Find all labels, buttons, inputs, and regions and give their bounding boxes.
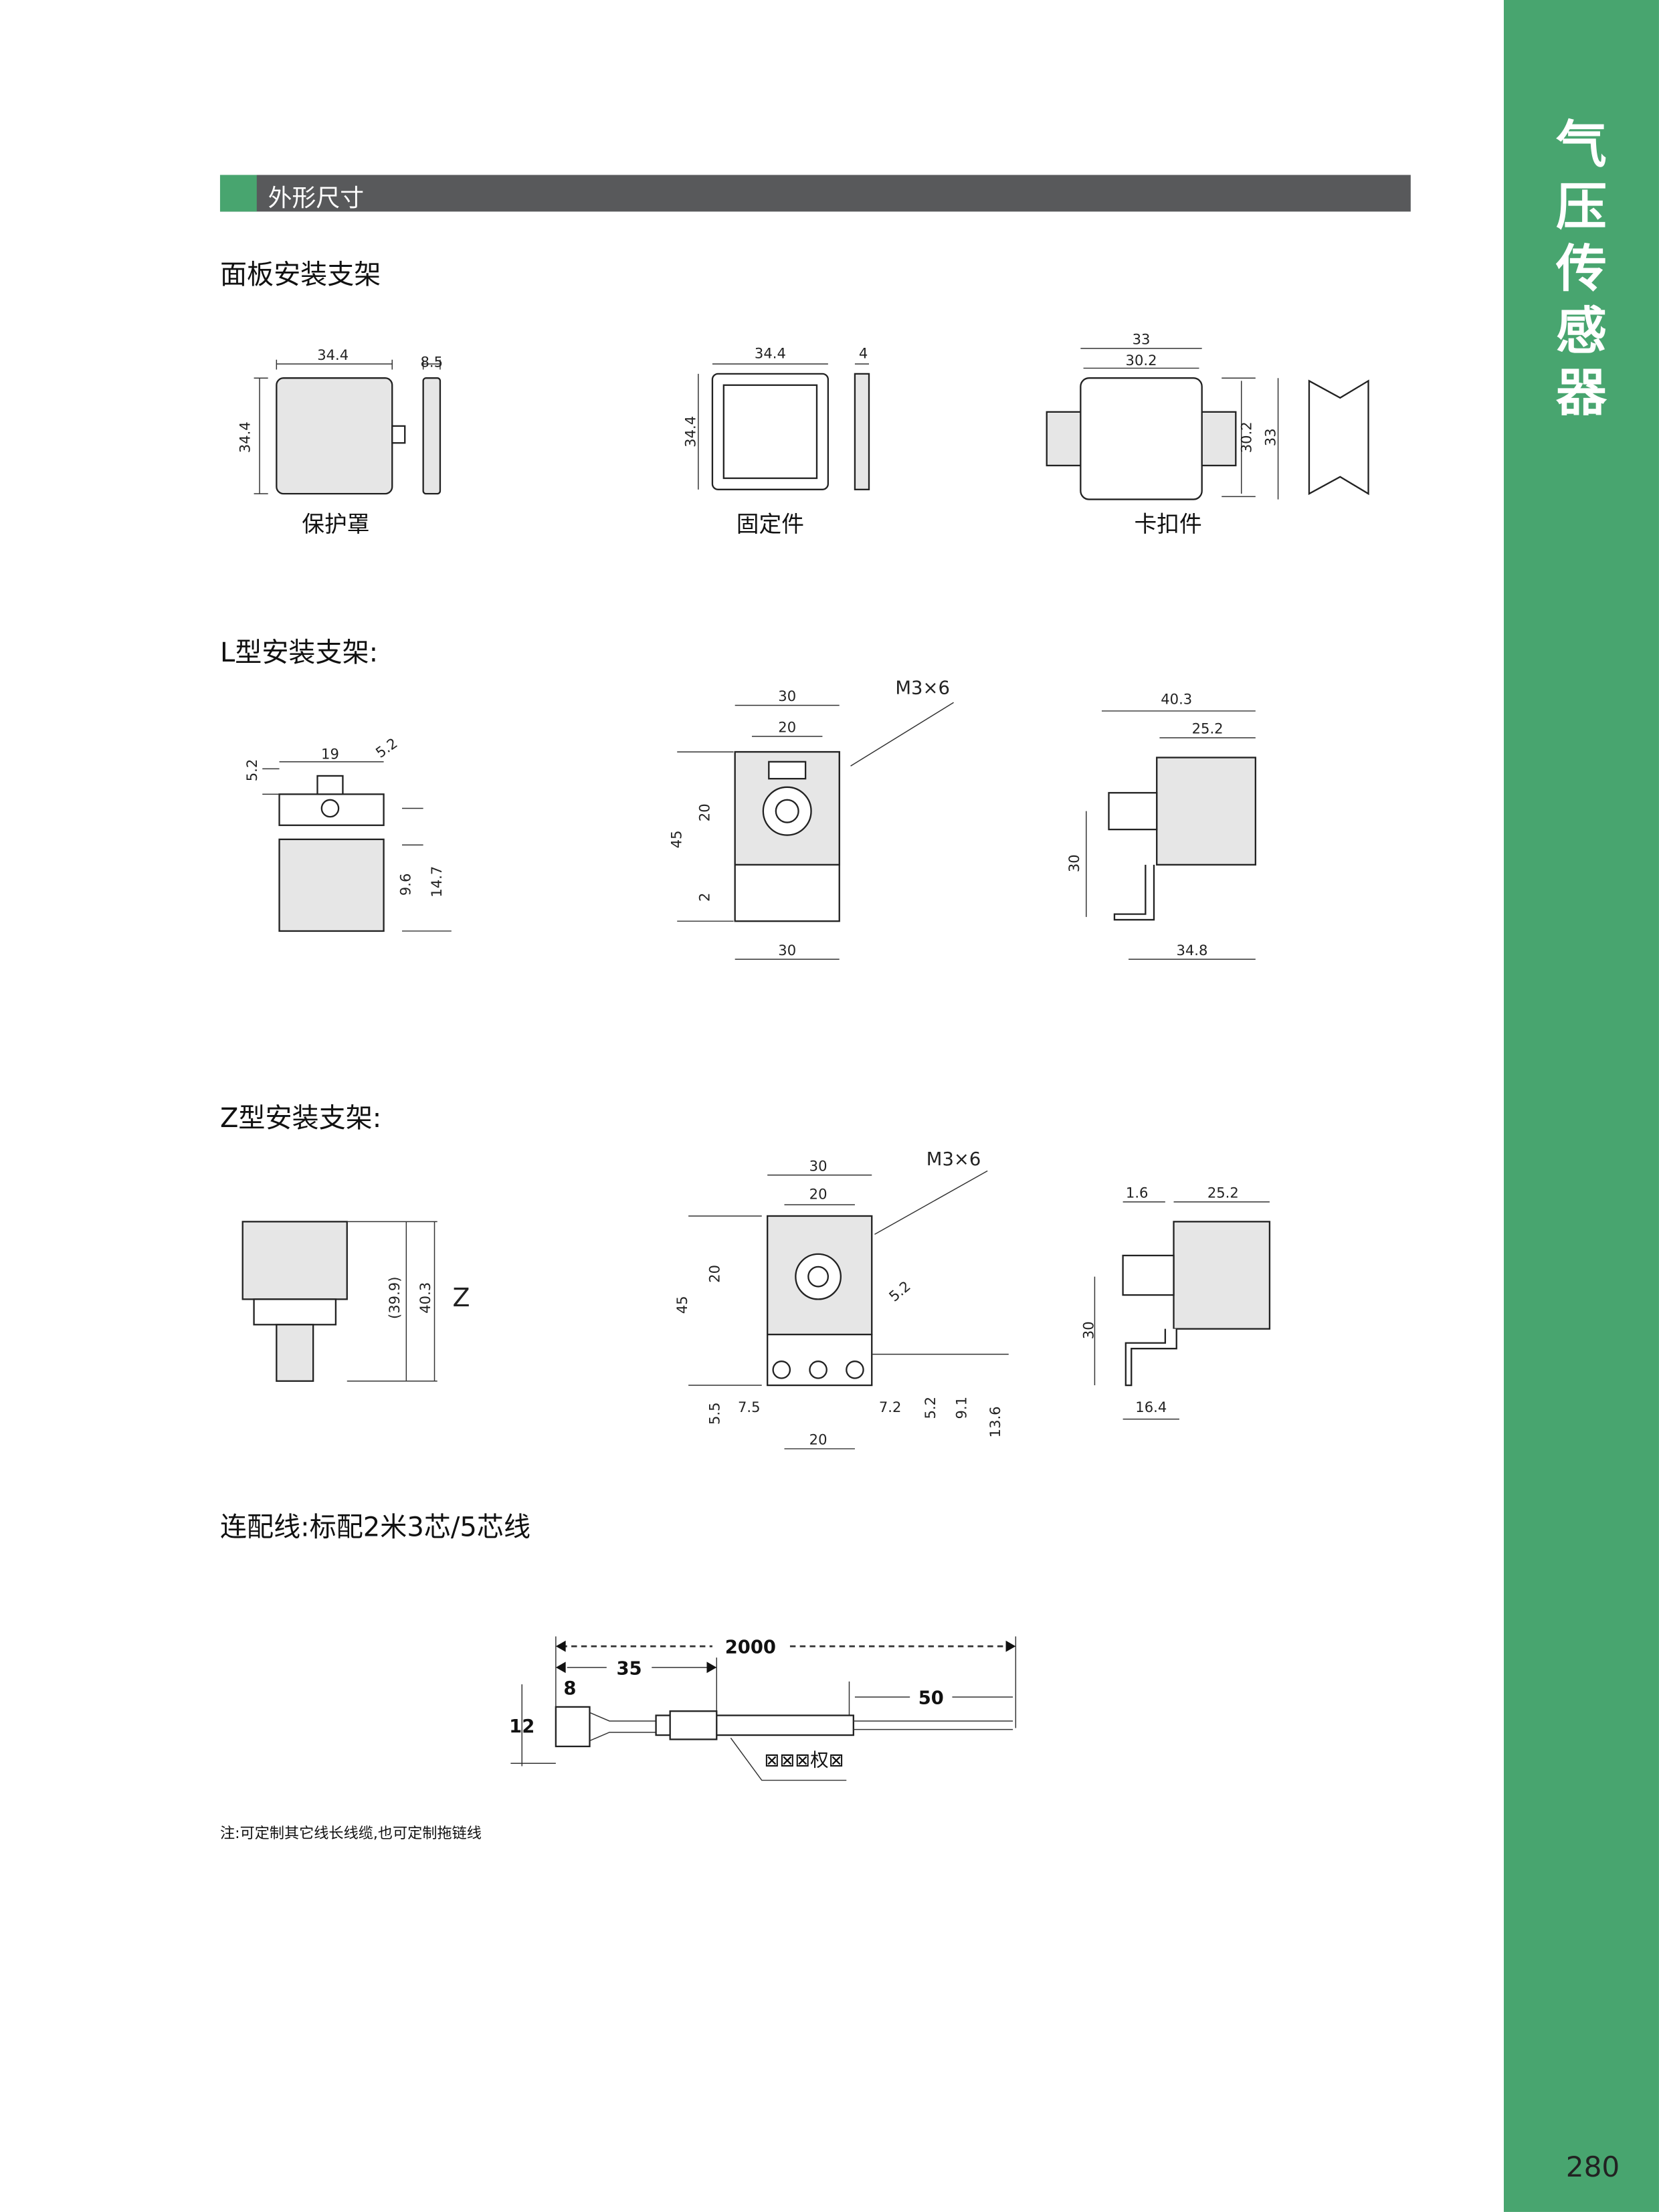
dim: 30 <box>778 942 796 959</box>
dim: 9.1 <box>953 1397 970 1419</box>
dim: 30.2 <box>1238 421 1255 453</box>
dim: (39.9) <box>386 1277 403 1319</box>
dim: 34.8 <box>1176 942 1207 959</box>
dim: 5.5 <box>706 1402 722 1425</box>
dim: 34.4 <box>755 345 786 362</box>
dim: 7.5 <box>738 1399 761 1415</box>
dim: 9.6 <box>397 874 414 896</box>
dim: 40.3 <box>417 1282 433 1314</box>
dim: 12 <box>509 1716 534 1737</box>
dim: 5.2 <box>886 1278 914 1305</box>
header-title: 外形尺寸 <box>268 185 365 213</box>
dim: 25.2 <box>1192 720 1224 737</box>
dim: 34.4 <box>236 421 253 453</box>
dim: 2000 <box>725 1637 776 1658</box>
callout-label: M3×6 <box>926 1149 981 1170</box>
dim: 20 <box>809 1186 827 1203</box>
dim: 30 <box>778 688 796 704</box>
dim: 33 <box>1133 331 1151 348</box>
l-bracket-front-view: 30 20 M3×6 20 45 2 30 <box>668 678 954 960</box>
l-bracket-left-view: 5.2 19 5.2 9.6 14.7 <box>243 734 452 932</box>
dim: 1.6 <box>1126 1185 1149 1201</box>
dim: 40.3 <box>1161 690 1192 707</box>
dim: 20 <box>696 803 713 821</box>
l-bracket-side-view: 40.3 25.2 30 34.8 <box>1066 690 1256 960</box>
dim: 45 <box>674 1296 690 1314</box>
caption: 卡扣件 <box>1134 511 1201 537</box>
sidebar-title: 气压传感器 <box>1555 117 1607 423</box>
dim: 8 <box>563 1678 576 1699</box>
cover-drawing: 34.4 8.5 34.4 保护罩 <box>236 346 443 537</box>
z-bracket-front-view: 30 20 M3×6 20 45 5.2 5.5 7.5 7.2 5.2 9.1… <box>674 1149 1009 1449</box>
z-bracket-side-view: 1.6 25.2 30 16.4 <box>1080 1185 1271 1420</box>
header-accent <box>219 175 257 212</box>
dim: 13.6 <box>987 1406 1003 1437</box>
view-label: Z <box>453 1283 470 1312</box>
dim: 16.4 <box>1135 1399 1167 1415</box>
dim: 20 <box>809 1431 827 1448</box>
dim: 5.2 <box>373 734 401 761</box>
dim: 20 <box>778 719 796 736</box>
panel-bracket-title: 面板安装支架 <box>219 260 381 291</box>
dim: 34.4 <box>317 346 349 363</box>
dim: 30 <box>809 1157 827 1174</box>
dim: 5.2 <box>922 1397 939 1419</box>
z-bracket-title: Z型安装支架: <box>219 1103 382 1134</box>
dim: 8.5 <box>421 353 444 370</box>
clip-drawing: 33 30.2 30.2 33 卡扣件 <box>1046 331 1369 537</box>
cable-title: 连配线:标配2米3芯/5芯线 <box>219 1512 531 1544</box>
dim: 30 <box>1066 854 1082 872</box>
dim: 4 <box>859 345 868 362</box>
dim: 20 <box>706 1265 722 1283</box>
dim: 2 <box>696 893 713 902</box>
dim: 45 <box>668 830 685 848</box>
z-bracket-left-view: (39.9) 40.3 Z <box>241 1221 470 1382</box>
section-header: 外形尺寸 <box>219 175 1411 213</box>
dim: 30.2 <box>1126 352 1157 369</box>
sidebar <box>1503 0 1659 2212</box>
dim: 19 <box>321 746 339 763</box>
dim: 35 <box>616 1658 642 1679</box>
footnote: 注:可定制其它线长线缆,也可定制拖链线 <box>219 1825 482 1843</box>
dim: 33 <box>1262 428 1278 446</box>
caption: 保护罩 <box>302 511 369 537</box>
l-bracket-title: L型安装支架: <box>219 637 379 669</box>
dim: 5.2 <box>243 759 260 782</box>
dim: 25.2 <box>1207 1185 1239 1201</box>
dim: 30 <box>1080 1321 1096 1339</box>
dim: 50 <box>918 1688 944 1709</box>
dim: 7.2 <box>879 1399 902 1415</box>
caption: 固定件 <box>737 511 804 537</box>
dim: 14.7 <box>428 866 445 898</box>
cable-drawing: 2000 35 8 12 50 ⊠⊠⊠权⊠ <box>509 1636 1017 1781</box>
cable-label: ⊠⊠⊠权⊠ <box>764 1750 844 1771</box>
fixer-drawing: 34.4 4 34.4 固定件 <box>682 345 870 537</box>
page-number: 280 <box>1565 2150 1620 2184</box>
callout-label: M3×6 <box>895 678 949 699</box>
dim: 34.4 <box>682 416 699 447</box>
